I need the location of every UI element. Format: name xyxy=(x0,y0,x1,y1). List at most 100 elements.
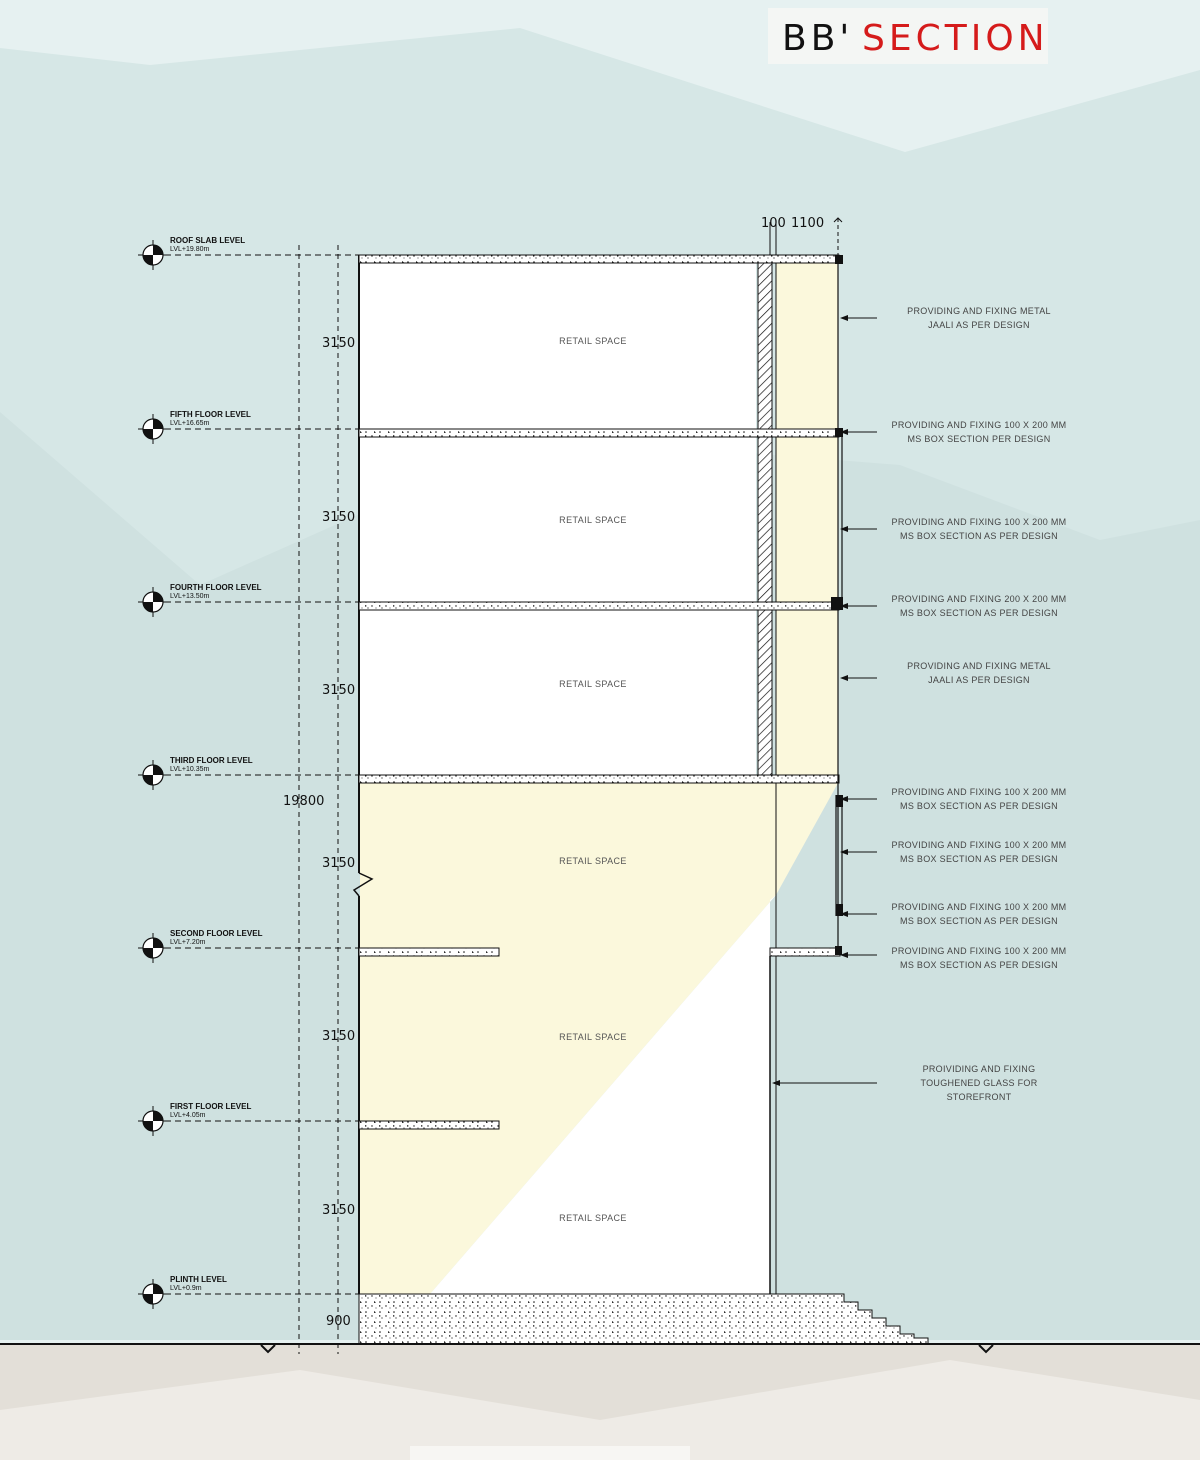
box-section-second xyxy=(835,946,842,955)
room-4 xyxy=(360,437,756,602)
ground-marker-right xyxy=(978,1344,994,1354)
note-line: JAALI AS PER DESIGN xyxy=(928,320,1030,330)
level-value: LVL+7.20m xyxy=(170,939,206,946)
note-line: PROVIDING AND FIXING 200 X 200 MM xyxy=(892,594,1067,604)
note-line: JAALI AS PER DESIGN xyxy=(928,675,1030,685)
top-dim-1100: 1100 xyxy=(791,216,824,231)
leader-arrow-icon xyxy=(840,526,848,532)
level-datum-quadrant xyxy=(153,419,163,429)
level-value: LVL+16.65m xyxy=(170,420,210,427)
slab-fourth xyxy=(358,601,840,611)
slab-first-mezz xyxy=(358,1120,500,1130)
dim-floor-4: 3150 xyxy=(322,683,355,698)
dim-floor-2: 3150 xyxy=(322,1029,355,1044)
level-datum-quadrant xyxy=(143,255,153,265)
note-annotation: PROVIDING AND FIXING 100 X 200 MM MS BOX … xyxy=(840,420,1066,444)
note-line: MS BOX SECTION PER DESIGN xyxy=(907,434,1050,444)
level-datum-quadrant xyxy=(153,1284,163,1294)
level-value: LVL+19.80m xyxy=(170,246,210,253)
note-line: TOUGHENED GLASS FOR xyxy=(920,1078,1037,1088)
note-line: PROVIDING AND FIXING METAL xyxy=(907,661,1051,671)
level-name: SECOND FLOOR LEVEL xyxy=(170,929,263,938)
level-datum-quadrant xyxy=(143,1121,153,1131)
leader-arrow-icon xyxy=(840,675,848,681)
top-dim-100: 100 xyxy=(761,216,786,231)
note-line: PROVIDING AND FIXING METAL xyxy=(907,306,1051,316)
level-datum-quadrant xyxy=(153,938,163,948)
box-section-fifth xyxy=(835,428,843,437)
note-line: MS BOX SECTION AS PER DESIGN xyxy=(900,960,1058,970)
note-annotation: PROVIDING AND FIXING 100 X 200 MM MS BOX … xyxy=(840,902,1066,926)
note-annotation: PROVIDING AND FIXING 100 X 200 MM MS BOX … xyxy=(840,840,1066,864)
note-line: MS BOX SECTION AS PER DESIGN xyxy=(900,854,1058,864)
note-line: PROVIDING AND FIXING 100 X 200 MM xyxy=(892,420,1067,430)
ground-marker-left xyxy=(260,1344,276,1354)
level-datum-quadrant xyxy=(143,602,153,612)
note-line: PROVIDING AND FIXING 100 X 200 MM xyxy=(892,902,1067,912)
leader-arrow-icon xyxy=(840,796,848,802)
note-line: MS BOX SECTION AS PER DESIGN xyxy=(900,608,1058,618)
room-label-1: RETAIL SPACE xyxy=(559,1032,627,1042)
level-datum-quadrant xyxy=(143,429,153,439)
note-line: PROVIDING AND FIXING 100 X 200 MM xyxy=(892,840,1067,850)
break-line xyxy=(352,872,374,897)
top-dim-arrow xyxy=(833,217,843,223)
room-3 xyxy=(360,610,756,775)
leader-arrow-icon xyxy=(772,1080,780,1086)
hatched-wall xyxy=(757,262,773,776)
note-annotation: PROVIDING AND FIXING METAL JAALI AS PER D… xyxy=(840,306,1051,330)
ground-paper xyxy=(410,1446,690,1460)
leader-arrow-icon xyxy=(840,315,848,321)
box-section-lower-bottom xyxy=(836,904,843,916)
room-lower-void xyxy=(430,895,776,1294)
note-line: PROVIDING AND FIXING 100 X 200 MM xyxy=(892,946,1067,956)
level-datum-quadrant xyxy=(153,592,163,602)
level-datum-quadrant xyxy=(153,765,163,775)
note-annotation: PROVIDING AND FIXING 200 X 200 MM MS BOX … xyxy=(840,594,1066,618)
highlight-lower xyxy=(360,783,776,1294)
slab-roof xyxy=(358,254,840,264)
note-line: STOREFRONT xyxy=(947,1092,1012,1102)
dim-total: 19800 xyxy=(283,794,324,809)
room-label-3: RETAIL SPACE xyxy=(559,679,627,689)
leader-arrow-icon xyxy=(840,952,848,958)
dim-floor-1: 3150 xyxy=(322,1203,355,1218)
level-name: FIRST FLOOR LEVEL xyxy=(170,1102,251,1111)
level-datum-quadrant xyxy=(153,1111,163,1121)
dim-floor-6: 3150 xyxy=(322,336,355,351)
level-name: FOURTH FLOOR LEVEL xyxy=(170,583,262,592)
note-line: MS BOX SECTION AS PER DESIGN xyxy=(900,916,1058,926)
level-value: LVL+4.05m xyxy=(170,1112,206,1119)
dim-floor-3: 3150 xyxy=(322,856,355,871)
room-label-5: RETAIL SPACE xyxy=(559,336,627,346)
slab-second-mezz xyxy=(358,947,500,957)
plinth xyxy=(358,1293,929,1345)
note-annotation: PROVIDING AND FIXING 100 X 200 MM MS BOX … xyxy=(840,946,1066,970)
level-value: LVL+0.9m xyxy=(170,1285,202,1292)
leader-arrow-icon xyxy=(840,603,848,609)
box-section-roof xyxy=(835,255,843,264)
level-value: LVL+13.50m xyxy=(170,593,210,600)
title-block: BB' SECTION xyxy=(768,8,1048,64)
box-section-fourth xyxy=(831,597,843,610)
highlight-upper xyxy=(776,263,838,783)
level-name: ROOF SLAB LEVEL xyxy=(170,236,245,245)
slab-fifth xyxy=(358,428,840,438)
title-main: SECTION xyxy=(862,18,1049,59)
title-prefix: BB' xyxy=(782,18,854,59)
note-annotation: PROVIDING AND FIXING METAL JAALI AS PER D… xyxy=(840,661,1051,685)
level-name: THIRD FLOOR LEVEL xyxy=(170,756,253,765)
dim-plinth: 900 xyxy=(326,1314,351,1329)
slab-third xyxy=(358,774,840,784)
ground-shadow xyxy=(0,1344,1200,1420)
leader-arrow-icon xyxy=(840,849,848,855)
